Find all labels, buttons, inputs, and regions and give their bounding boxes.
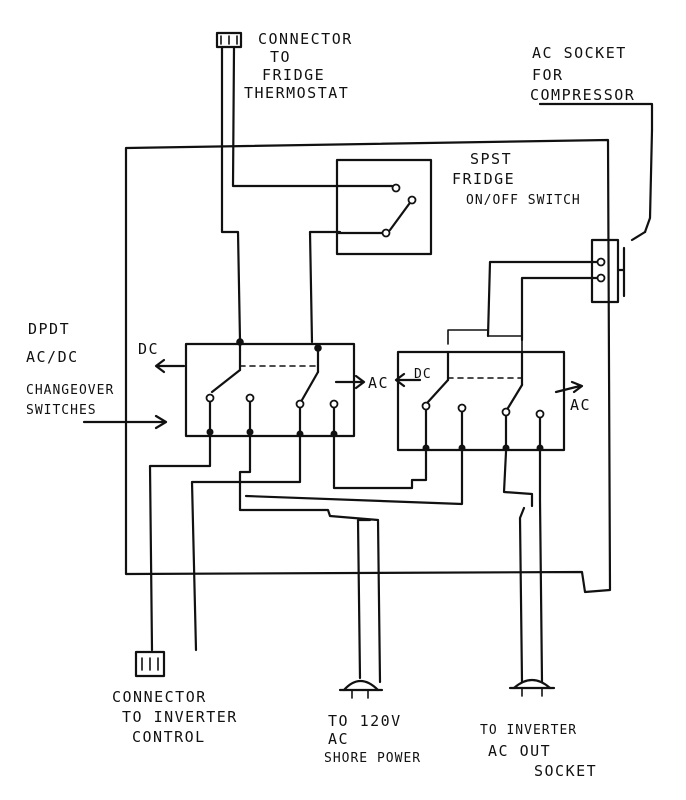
label-line: SPST [470,150,512,168]
label-ac-right: AC [570,396,591,414]
ac-socket-compressor [538,102,654,304]
label-inverter-control: CONNECTOR TO INVERTER CONTROL [112,688,238,746]
thermostat-cable [220,46,342,344]
label-line: AC/DC [26,348,79,366]
label-spst: SPST FRIDGE ON/OFF SWITCH [452,150,581,208]
label-line: AC [328,730,349,748]
label-line: CHANGEOVER [26,383,114,398]
label-shore-power: TO 120V AC SHORE POWER [324,712,421,766]
dpdt-switch-right [396,329,566,452]
label-line: AC SOCKET [532,44,627,62]
inverter-control-connector [134,650,166,678]
label-dc-left: DC [138,340,159,358]
shore-power-plug [338,679,384,699]
label-dpdt: DPDT AC/DC CHANGEOVER SWITCHES [26,320,114,418]
label-ac-socket: AC SOCKET FOR COMPRESSOR [530,44,635,104]
label-line: CONNECTOR [112,688,207,706]
label-line: COMPRESSOR [530,86,635,104]
dpdt-switch-left [184,338,356,438]
label-line: TO INVERTER [122,708,238,726]
label-dc-right: DC [414,367,432,382]
compressor-wires [486,260,599,342]
label-line: TO [270,48,291,66]
label-line: AC OUT [488,742,551,760]
inverter-out-plug [508,678,556,697]
label-line: SOCKET [534,762,597,780]
label-line: FOR [532,66,564,84]
thermostat-connector-plug [215,31,243,49]
spst-switch [335,158,433,256]
enclosure-box [124,138,612,594]
label-line: CONTROL [132,728,206,746]
label-line: SWITCHES [26,403,97,418]
label-line: THERMOSTAT [244,84,349,102]
switch-interconnect-wires [148,434,544,684]
label-line: SHORE POWER [324,751,421,766]
label-line: FRIDGE [262,66,325,84]
label-inverter-out: TO INVERTER AC OUT SOCKET [480,723,597,780]
label-line: TO 120V [328,712,402,730]
label-line: DPDT [28,320,70,338]
label-ac-left: AC [368,374,389,392]
label-line: FRIDGE [452,170,515,188]
label-thermostat-connector: CONNECTOR TO FRIDGE THERMOSTAT [244,30,353,102]
label-line: TO INVERTER [480,723,577,738]
direction-arrows [82,358,584,430]
label-line: CONNECTOR [258,30,353,48]
label-line: ON/OFF SWITCH [466,193,581,208]
